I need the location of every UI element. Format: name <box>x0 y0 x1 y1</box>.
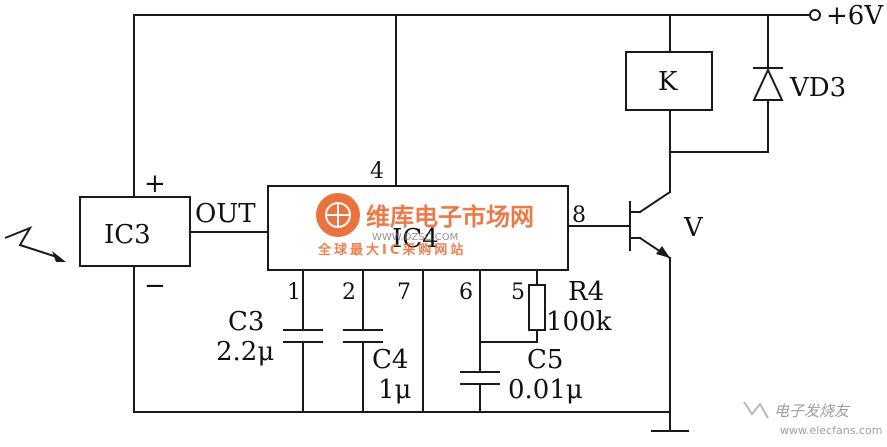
signal-arrow-icon <box>4 225 61 259</box>
r4-value-label: 100k <box>546 307 612 337</box>
c3-value-label: 2.2μ <box>216 337 274 367</box>
pin4-label: 4 <box>370 159 384 184</box>
signal-arrowhead-icon <box>52 251 66 262</box>
pin6-label: 6 <box>459 280 473 305</box>
capacitor-c5 <box>460 371 500 385</box>
c5-value-label: 0.01μ <box>508 375 583 405</box>
relay-label: K <box>658 67 678 97</box>
pin8-label: 8 <box>572 203 586 228</box>
capacitor-c4 <box>343 329 383 343</box>
ic4-label: IC4 <box>392 224 439 254</box>
c4-value-label: 1μ <box>378 375 411 405</box>
ic4-block <box>267 185 569 271</box>
watermark-logo <box>316 193 360 237</box>
wires <box>133 14 811 432</box>
corner-watermark-brand: 电子发烧友 <box>774 402 851 420</box>
pin2-label: 2 <box>342 280 356 305</box>
ic3-plus-label: + <box>144 169 166 199</box>
watermark-brand: 维库电子市场网 <box>366 203 534 231</box>
r4-name-label: R4 <box>568 277 604 307</box>
pin1-label: 1 <box>287 280 301 305</box>
relay-k <box>625 51 713 111</box>
c3-name-label: C3 <box>228 307 264 337</box>
pin7-label: 7 <box>397 280 411 305</box>
watermark-slogan: 全球最大IC采购网站 <box>317 242 466 258</box>
resistor-r4 <box>528 284 546 331</box>
out-label: OUT <box>195 199 256 229</box>
corner-watermark-url: www.elecfans.com <box>780 424 882 437</box>
corner-watermark-icon <box>743 401 769 419</box>
watermark-url: WWW.DZSC.COM <box>372 232 458 243</box>
c4-name-label: C4 <box>372 345 408 375</box>
c5-name-label: C5 <box>527 345 563 375</box>
supply-label: +6V <box>826 1 884 31</box>
ic3-minus-label: − <box>144 271 166 301</box>
diode-label: VD3 <box>789 73 846 103</box>
pin5-label: 5 <box>511 280 525 305</box>
capacitor-c3 <box>283 329 323 343</box>
transistor-label: V <box>683 213 704 243</box>
ic3-label: IC3 <box>104 220 151 250</box>
transistor-v <box>629 201 670 258</box>
ic3-block <box>79 196 191 267</box>
diode-vd3 <box>752 67 784 101</box>
supply-terminal <box>809 9 821 21</box>
